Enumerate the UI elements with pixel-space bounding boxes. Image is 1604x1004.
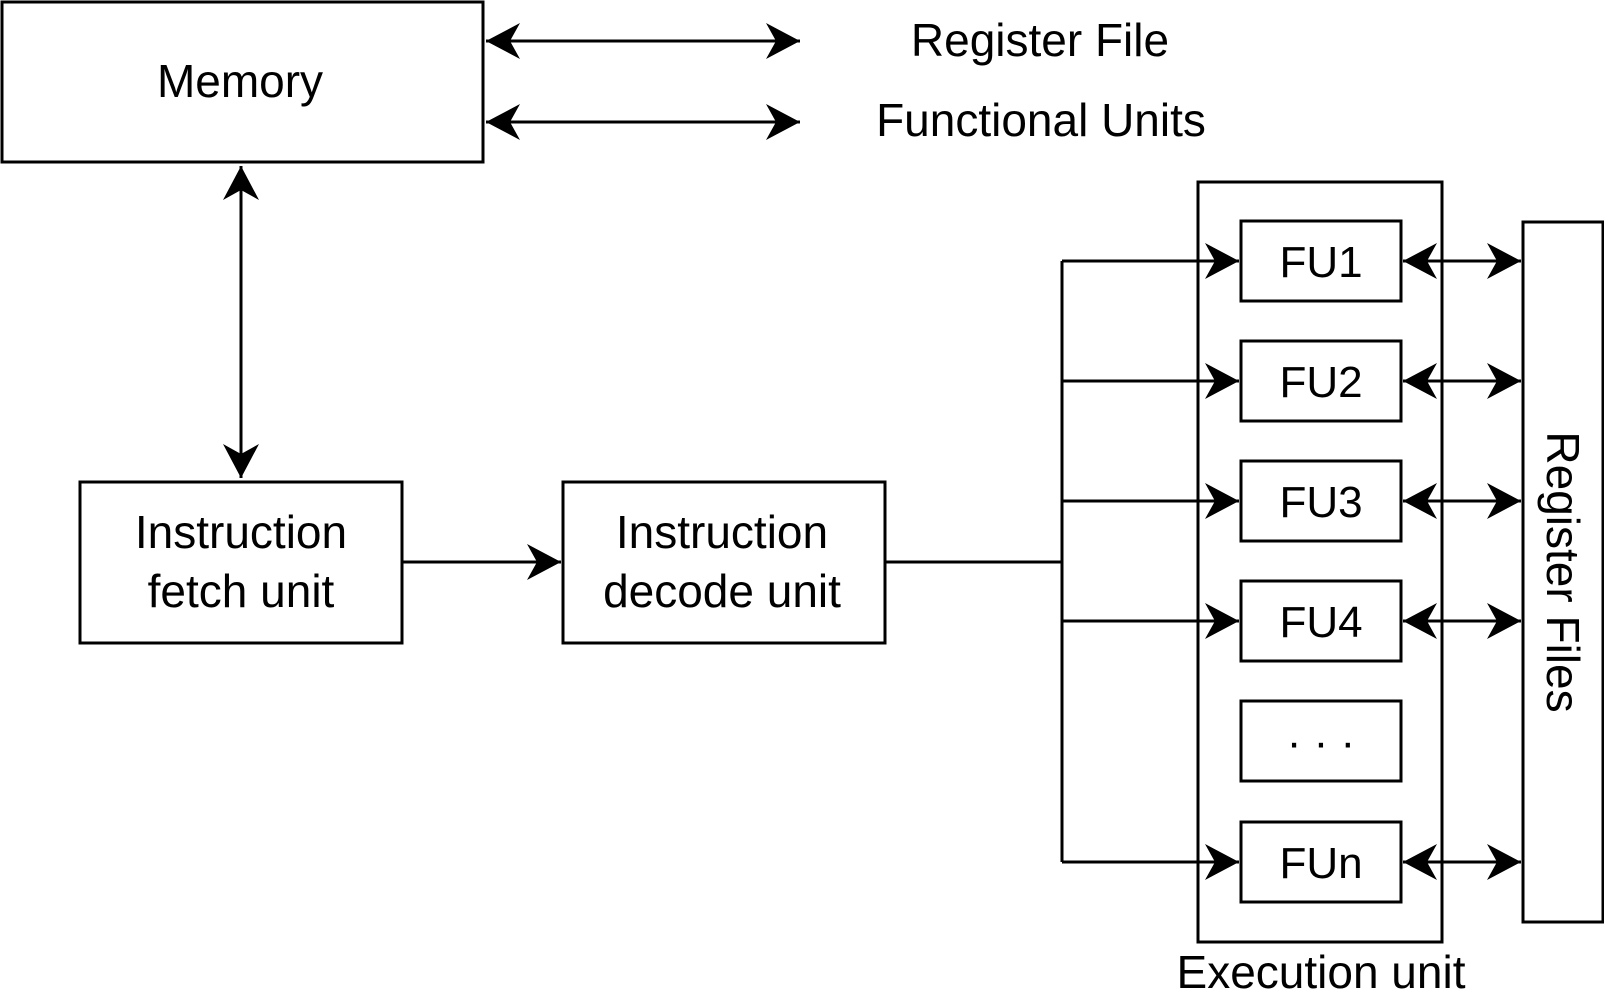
legend-functional-units-label: Functional Units <box>876 94 1206 146</box>
fu-box-fu2 <box>1239 339 1403 423</box>
fu-box-fu4 <box>1239 579 1403 663</box>
decode-unit-node: Instruction decode unit <box>561 480 887 645</box>
memory-box <box>0 0 485 164</box>
memory-node: Memory <box>0 0 485 164</box>
fu-node-fu3: FU3 <box>1062 459 1521 543</box>
fu-node-fu1: FU1 <box>1062 219 1521 303</box>
memory-label: Memory <box>157 55 323 107</box>
fu-label-ellipsis: · · · <box>1287 718 1355 767</box>
fu-label-fu3: FU3 <box>1279 478 1362 527</box>
fu-box-fu3 <box>1239 459 1403 543</box>
fetch-unit-box <box>78 480 404 645</box>
register-files-node: Register Files <box>1521 220 1604 924</box>
legend-register-file-label: Register File <box>911 14 1169 66</box>
fu-label-fu1: FU1 <box>1279 238 1362 287</box>
fu-label-fu2: FU2 <box>1279 358 1362 407</box>
legend: Register File Functional Units <box>486 14 1206 146</box>
register-files-box <box>1521 220 1604 924</box>
dispatch-bus <box>885 261 1064 862</box>
decode-unit-label-line1: Instruction <box>616 506 828 558</box>
fu-node-fu4: FU4 <box>1062 579 1521 663</box>
fetch-unit-node: Instruction fetch unit <box>78 480 404 645</box>
fu-box-fun <box>1239 820 1403 904</box>
fu-label-fu4: FU4 <box>1279 598 1362 647</box>
execution-unit-box <box>1196 180 1444 944</box>
fetch-unit-label-line2: fetch unit <box>148 565 335 617</box>
execution-unit-label: Execution unit <box>1177 946 1466 998</box>
decode-unit-box <box>561 480 887 645</box>
fetch-unit-label-line1: Instruction <box>135 506 347 558</box>
fu-node-ellipsis: · · · <box>1239 699 1403 783</box>
fu-node-fu2: FU2 <box>1062 339 1521 423</box>
decode-unit-label-line2: decode unit <box>603 565 841 617</box>
register-files-label: Register Files <box>1537 431 1589 712</box>
fu-box-ellipsis <box>1239 699 1403 783</box>
fu-box-fu1 <box>1239 219 1403 303</box>
fu-node-fun: FUn <box>1062 820 1521 904</box>
fu-label-fun: FUn <box>1279 839 1362 888</box>
execution-unit-node: Execution unit <box>1177 180 1466 998</box>
